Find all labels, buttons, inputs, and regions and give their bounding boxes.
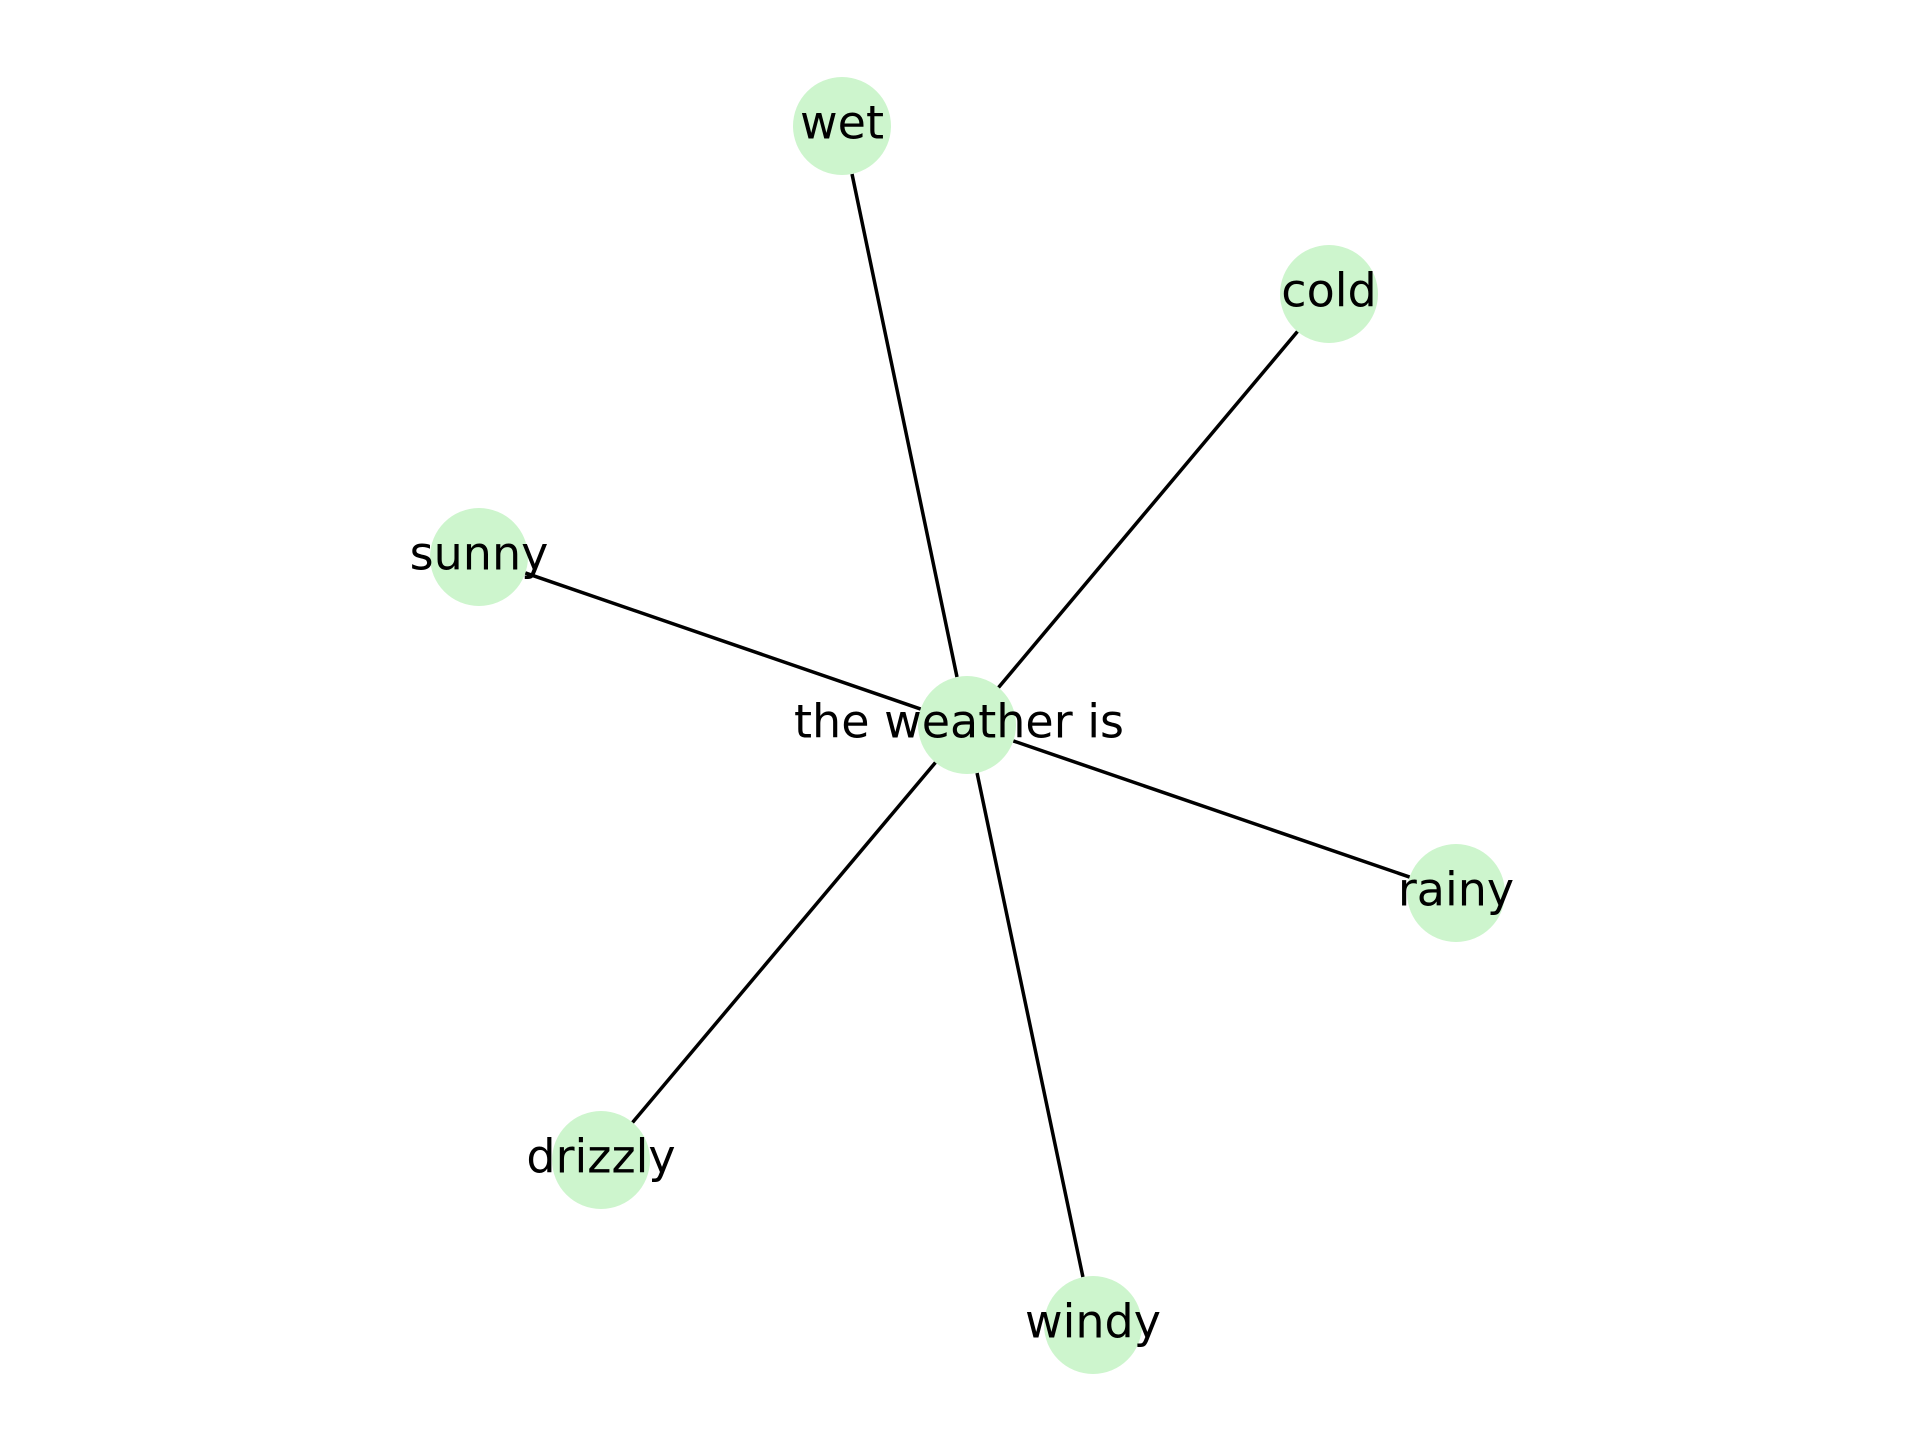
edge-center-windy bbox=[975, 772, 1085, 1278]
labels-layer: the weather is wet cold sunny rainy drizzly wi… bbox=[410, 96, 1514, 1349]
node-windy bbox=[1044, 1276, 1142, 1374]
node-label-center: the weather is bbox=[794, 695, 1124, 749]
node-cold bbox=[1280, 245, 1378, 343]
node-label-rainy: rainy bbox=[1398, 863, 1514, 917]
edge-center-drizzly bbox=[631, 761, 937, 1124]
node-drizzly bbox=[552, 1111, 650, 1209]
edges-layer bbox=[524, 173, 1411, 1278]
node-sunny bbox=[430, 508, 528, 606]
edge-center-rainy bbox=[1012, 739, 1411, 879]
node-label-drizzly: drizzly bbox=[526, 1130, 675, 1184]
node-center bbox=[918, 676, 1016, 774]
edge-center-cold bbox=[997, 330, 1299, 689]
edge-center-wet bbox=[850, 173, 959, 678]
node-rainy bbox=[1407, 844, 1505, 942]
node-label-windy: windy bbox=[1025, 1295, 1161, 1349]
node-label-sunny: sunny bbox=[410, 527, 549, 581]
nodes-layer bbox=[430, 77, 1505, 1374]
node-label-wet: wet bbox=[800, 96, 884, 150]
node-wet bbox=[793, 77, 891, 175]
node-label-cold: cold bbox=[1281, 264, 1376, 318]
edge-center-sunny bbox=[524, 571, 922, 711]
